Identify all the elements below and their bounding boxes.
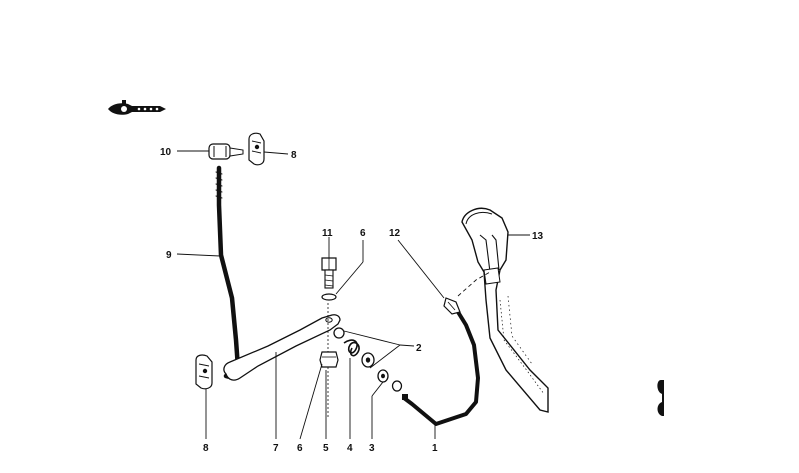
bracket-lever [223,314,341,381]
connecting-rod [402,310,480,426]
callout-3: 3 [369,443,375,454]
leader-lines [176,150,530,440]
callout-8-lower: 8 [203,443,209,454]
callout-5: 5 [323,443,329,454]
callout-10: 10 [160,147,172,158]
callout-11: 11 [322,228,333,239]
callout-2: 2 [416,343,422,354]
callout-7: 7 [273,443,279,454]
return-spring [343,339,360,357]
connector-sleeve [208,143,244,160]
pedal-rod-link [457,271,491,297]
key-with-pointer-icon [108,100,166,115]
washer-upper [321,293,337,301]
rubber-bushings [361,352,403,392]
ball-socket-upper [248,132,265,166]
page-edge-mark-icon [657,380,664,416]
callout-8-upper: 8 [291,150,297,161]
throttle-rod [215,165,241,379]
callout-12: 12 [389,228,401,239]
lever-washer [333,327,345,339]
rod-end [443,297,461,315]
callout-13: 13 [532,231,544,242]
callout-4: 4 [347,443,353,454]
ball-socket-lower [195,354,213,390]
callout-9: 9 [166,250,172,261]
accelerator-pedal [461,207,549,413]
callout-6-upper: 6 [360,228,366,239]
nut [319,351,339,368]
callout-1: 1 [432,443,438,454]
hex-bolt [321,257,337,289]
callout-6-lower: 6 [297,443,303,454]
